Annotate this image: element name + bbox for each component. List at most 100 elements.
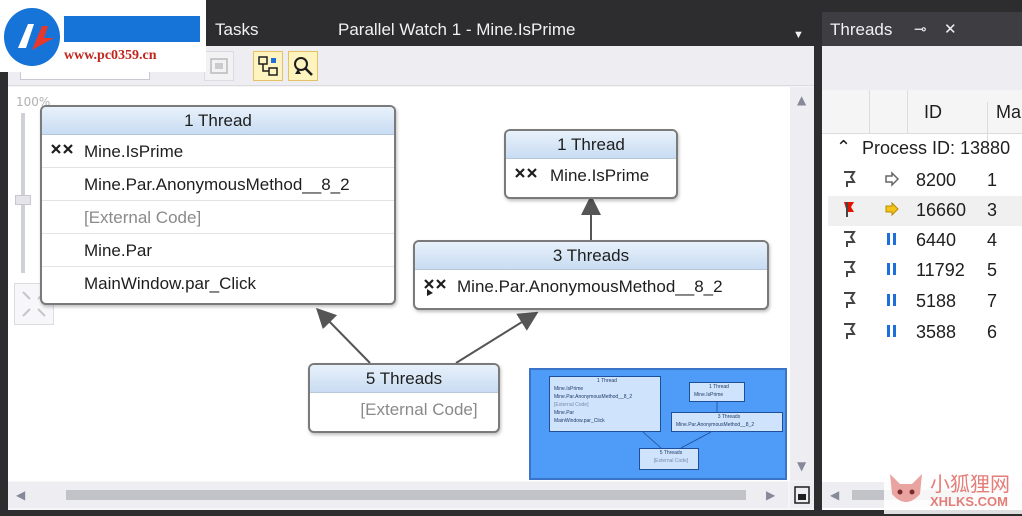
process-expander-icon[interactable]: ⌃ (836, 137, 852, 157)
scroll-down-icon[interactable]: ▼ (797, 459, 807, 473)
threads-scroll-left-icon[interactable]: ◀ (830, 488, 840, 502)
thread-id: 8200 (916, 170, 957, 190)
watermark-en-text: XHLKS.COM (930, 494, 1008, 509)
active-thread-icon (515, 168, 537, 178)
zoom-slider-track[interactable] (21, 113, 25, 273)
thread-id: 5188 (916, 291, 957, 311)
flag-icon[interactable] (842, 291, 856, 314)
stack-frame[interactable]: Mine.Par (42, 234, 394, 267)
auto-scroll-button[interactable] (288, 51, 318, 81)
fox-logo-icon (890, 474, 922, 502)
minimap-node: 1 Thread Mine.IsPrime (689, 382, 745, 402)
minimap-icon (794, 486, 810, 504)
thread-id: 3588 (916, 322, 957, 342)
minimap-node: 1 Thread Mine.IsPrime Mine.Par.Anonymous… (549, 376, 661, 432)
flag-red-icon[interactable] (842, 200, 856, 223)
column-flag[interactable] (828, 90, 870, 134)
minimap[interactable]: 1 Thread Mine.IsPrime Mine.Par.Anonymous… (529, 368, 787, 480)
flag-icon[interactable] (842, 170, 856, 193)
stack-frame-external[interactable]: [External Code] (42, 201, 394, 234)
minimap-connectors (642, 402, 718, 449)
site-logo-icon (4, 8, 60, 66)
parallel-stacks-pane: 100% 1 Thread (8, 46, 814, 510)
flag-icon[interactable] (842, 322, 856, 345)
minimap-node: 5 Threads [External Code] (639, 448, 699, 470)
column-managed-id[interactable]: Ma (996, 102, 1022, 122)
thread-row[interactable]: 8200 1 (828, 166, 1022, 196)
tab-tasks[interactable]: Tasks (215, 20, 259, 39)
horizontal-scroll-thumb[interactable] (66, 490, 746, 500)
thread-id: 6440 (916, 230, 957, 250)
pause-icon (884, 230, 900, 253)
tab-parallel-watch[interactable]: Parallel Watch 1 - Mine.IsPrime (338, 20, 576, 39)
thread-id: 16660 (916, 200, 967, 220)
managed-id: 6 (987, 322, 998, 342)
thread-row[interactable]: 5188 7 (828, 287, 1022, 317)
scroll-up-icon[interactable]: ▲ (797, 93, 807, 107)
arrow-5threads-to-1thread (316, 307, 371, 364)
stack-frame[interactable]: Mine.IsPrime (506, 159, 676, 192)
thread-row-current[interactable]: 16660 3 (828, 196, 1022, 226)
stack-frame[interactable]: Mine.Par.AnonymousMethod__8_2 (415, 270, 767, 303)
stack-frame-external[interactable]: [External Code] (360, 400, 478, 419)
minimap-toggle-button[interactable] (790, 482, 814, 508)
pause-icon (884, 260, 900, 283)
flag-icon[interactable] (842, 230, 856, 253)
managed-id: 5 (987, 260, 998, 280)
thread-row[interactable]: 11792 5 (828, 256, 1022, 286)
watermark-cn-text: 小狐狸网 (930, 472, 1010, 496)
connector-layer (316, 195, 601, 364)
close-icon[interactable]: ✕ (944, 21, 957, 38)
site-banner (64, 16, 200, 42)
stacks-canvas[interactable]: 100% 1 Thread (8, 87, 814, 481)
stack-frame[interactable]: MainWindow.par_Click (84, 274, 256, 293)
current-thread-icon (424, 279, 446, 296)
tab-dropdown-button[interactable]: ▼ (793, 29, 804, 41)
minimap-node: 3 Threads Mine.Par.AnonymousMethod__8_2 (671, 412, 783, 432)
watermark-bottom: 小狐狸网 XHLKS.COM (884, 466, 1022, 514)
stack-node-main[interactable]: 1 Thread Mine.IsPrime Mine.Par.Anonymous… (40, 105, 396, 305)
arrow-5threads-to-3threads (455, 311, 539, 364)
stack-node-external[interactable]: 5 Threads [External Code] (308, 363, 500, 433)
zoom-thread-icon (294, 57, 313, 76)
current-arrow-icon (884, 200, 900, 223)
toggle-method-view-button[interactable] (204, 51, 234, 81)
pause-icon (884, 322, 900, 345)
node-header: 5 Threads (310, 365, 498, 393)
threads-toolbar (822, 46, 1022, 90)
column-id[interactable]: ID (908, 102, 988, 146)
thread-row[interactable]: 3588 6 (828, 318, 1022, 348)
pin-icon[interactable]: ⊸ (914, 21, 927, 38)
stack-frame[interactable]: Mine.Par.AnonymousMethod__8_2 (42, 168, 394, 201)
stack-frame[interactable]: Mine.IsPrime (42, 135, 394, 168)
threads-title: Threads (830, 20, 893, 39)
indicator-icon (884, 170, 900, 193)
scroll-left-icon[interactable]: ◀ (16, 488, 26, 502)
thread-row[interactable]: 6440 4 (828, 226, 1022, 256)
zoom-slider-thumb[interactable] (15, 195, 31, 205)
managed-id: 3 (987, 200, 998, 220)
thread-id: 11792 (916, 260, 965, 280)
stack-node-isprime[interactable]: 1 Thread Mine.IsPrime (504, 129, 678, 199)
node-header: 1 Thread (42, 107, 394, 135)
vertical-scrollbar[interactable]: ▲ ▼ (790, 87, 814, 481)
node-header: 3 Threads (415, 242, 767, 270)
flag-icon[interactable] (842, 260, 856, 283)
threads-column-header: ID Ma (822, 90, 1022, 146)
threads-tab-strip: Threads ⊸ ✕ (822, 12, 1022, 46)
toggle-stacks-layout-button[interactable] (253, 51, 283, 81)
node-header: 1 Thread (506, 131, 676, 159)
scroll-right-icon[interactable]: ▶ (766, 488, 776, 502)
managed-id: 1 (987, 170, 998, 190)
managed-id: 4 (987, 230, 998, 250)
horizontal-scrollbar[interactable]: ◀ ▶ (8, 482, 788, 508)
watermark-top: www.pc0359.cn (0, 0, 206, 72)
method-view-icon (210, 58, 228, 74)
process-group-label[interactable]: Process ID: 13880 (862, 138, 1011, 158)
stacks-layout-icon (258, 56, 278, 76)
column-state[interactable] (870, 90, 908, 134)
pause-icon (884, 291, 900, 314)
stack-node-anonymous[interactable]: 3 Threads Mine.Par.AnonymousMethod__8_2 (413, 240, 769, 310)
active-thread-icon (51, 144, 73, 154)
